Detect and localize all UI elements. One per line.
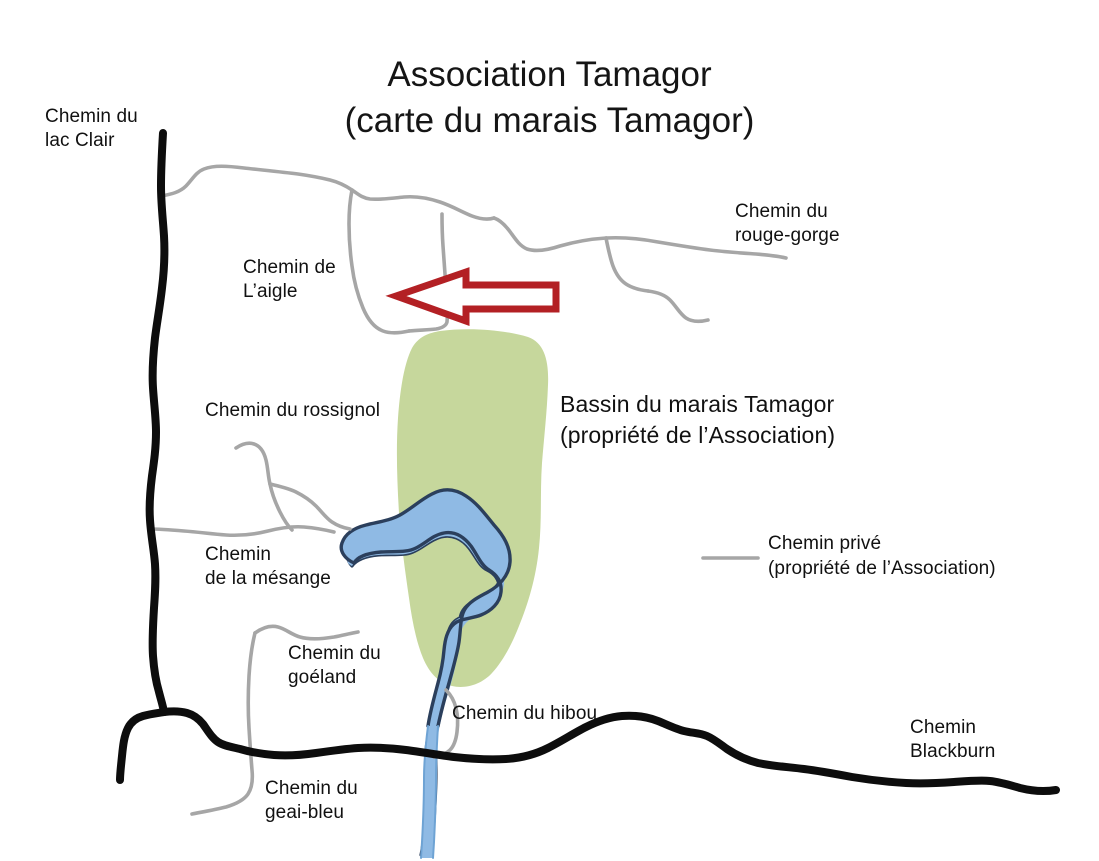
public-road-junction-west (116, 708, 168, 784)
page-title: Association Tamagor (carte du marais Tam… (0, 52, 1099, 143)
public-road-lac-clair (145, 129, 169, 716)
lake-blob (341, 489, 511, 726)
label-bassin-du-marais-tamagor: Bassin du marais Tamagor (propriété de l… (560, 391, 836, 448)
label-chemin-du-rouge-gorge: Chemin du rouge-gorge (735, 201, 840, 247)
private-road-rouge-gorge-spur (604, 236, 650, 293)
stream-outline (420, 725, 429, 859)
label-chemin-blackburn: Chemin Blackburn (910, 717, 996, 763)
public-road-blackburn (160, 707, 1060, 796)
label-chemin-du-hibou: Chemin du hibou (452, 703, 598, 724)
private-road-aigle-north (160, 164, 496, 221)
private-road-goeland-descend (190, 631, 257, 816)
public-road-network (116, 129, 1060, 796)
private-road-mesange-cross (148, 524, 336, 538)
stream-outline-right (432, 725, 439, 859)
label-chemin-de-la-mesange: Chemin de la mésange (205, 544, 331, 590)
label-chemin-de-laigle: Chemin de L’aigle (243, 257, 336, 303)
legend-label-chemin-prive: Chemin privé (propriété de l’Association… (768, 533, 996, 579)
label-chemin-du-lac-clair: Chemin du lac Clair (45, 106, 138, 152)
title-line-2: (carte du marais Tamagor) (344, 100, 755, 140)
left-pointing-arrow-icon (385, 267, 560, 326)
title-line-1: Association Tamagor (387, 55, 712, 94)
private-road-rossignol-spur (234, 441, 294, 532)
private-road-aigle-loop (347, 188, 411, 335)
private-road-goeland (253, 624, 360, 641)
lake-outline (352, 530, 503, 728)
private-road-network (148, 164, 788, 816)
private-road-east-descend (646, 289, 710, 324)
label-chemin-du-geai-bleu: Chemin du geai-bleu (265, 778, 358, 824)
private-road-rossignol-branch (268, 482, 352, 531)
label-chemin-du-rossignol: Chemin du rossignol (205, 400, 381, 421)
label-chemin-du-goeland: Chemin du goéland (288, 643, 381, 689)
lake-outline-lower (339, 488, 512, 728)
